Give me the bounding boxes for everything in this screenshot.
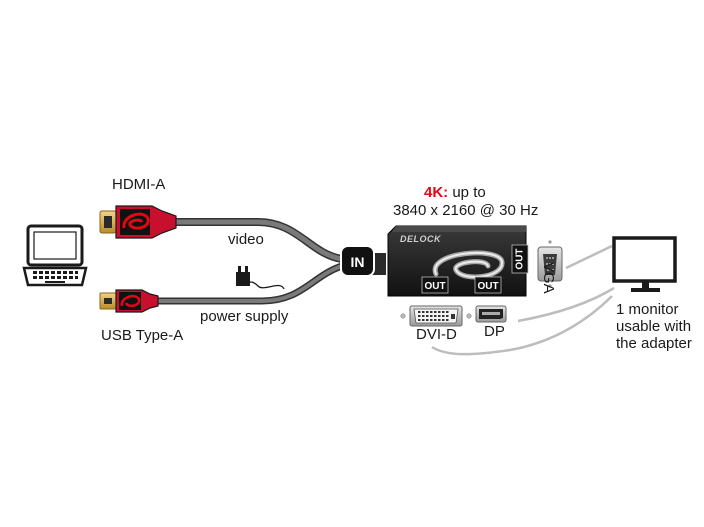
usb-plug-icon bbox=[99, 289, 159, 313]
brand-logo: DELOCK bbox=[400, 234, 442, 244]
adapter-stub bbox=[372, 253, 386, 275]
resolution-line1-rest: up to bbox=[448, 184, 486, 201]
resolution-prefix: 4K: bbox=[424, 184, 449, 201]
vga-label: VGA bbox=[540, 262, 557, 294]
hdmi-label: HDMI-A bbox=[112, 176, 166, 193]
monitor-note-line1: 1 monitor bbox=[616, 301, 679, 318]
power-supply-label: power supply bbox=[200, 308, 289, 325]
dp-label: DP bbox=[484, 323, 505, 340]
connection-lines bbox=[431, 244, 615, 356]
power-plug-icon bbox=[236, 266, 285, 290]
adapter-box-icon: DELOCK bbox=[387, 225, 527, 297]
dvi-port-icon bbox=[400, 305, 472, 327]
dp-port-icon bbox=[475, 305, 507, 323]
monitor-note-line3: the adapter bbox=[616, 335, 692, 352]
monitor-note-line2: usable with bbox=[616, 318, 692, 335]
in-badge bbox=[340, 245, 375, 277]
video-label: video bbox=[228, 231, 264, 248]
hdmi-plug-icon bbox=[99, 205, 177, 239]
usb-label: USB Type-A bbox=[101, 327, 184, 344]
out-badge-label-dp: OUT bbox=[477, 281, 498, 292]
resolution-line2: 3840 x 2160 @ 30 Hz bbox=[393, 202, 539, 219]
dvi-label: DVI-D bbox=[416, 326, 457, 343]
out-badge-label-vga: OUT bbox=[515, 248, 526, 269]
out-badge-dp: OUT bbox=[474, 276, 502, 294]
laptop-icon bbox=[22, 224, 88, 287]
cable-usb bbox=[152, 262, 346, 305]
out-badge-label-dvi: OUT bbox=[424, 281, 445, 292]
out-badge-dvi: OUT bbox=[421, 276, 449, 294]
vga-port-icon bbox=[537, 240, 563, 288]
cable-hdmi bbox=[172, 218, 346, 263]
out-badge-vga: OUT bbox=[511, 244, 529, 274]
resolution-line1: 4K: up to bbox=[424, 184, 486, 202]
monitor-icon bbox=[612, 236, 677, 292]
in-badge-label: IN bbox=[351, 254, 365, 270]
